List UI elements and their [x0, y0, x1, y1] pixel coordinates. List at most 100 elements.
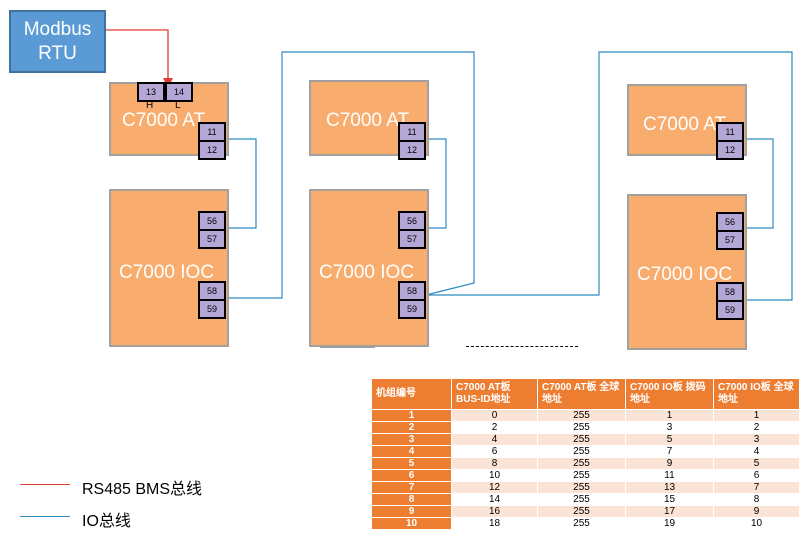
table-cell: 255 — [537, 493, 626, 506]
terminal-14: 14 — [165, 82, 193, 102]
table-cell: 5 — [713, 457, 799, 470]
table-cell: 10 — [451, 469, 538, 482]
header-io-dip: C7000 IO板 拨码地址 — [625, 378, 714, 410]
table-cell: 9 — [371, 505, 452, 518]
table-header-row: 机组编号 C7000 AT板 BUS-ID地址 C7000 AT板 全球地址 C… — [371, 378, 799, 410]
io-wire-u3-at-ioc — [744, 138, 774, 229]
table-cell: 2 — [713, 421, 799, 434]
unit2-terminal-57: 57 — [398, 229, 426, 249]
table-cell: 15 — [625, 493, 714, 506]
unit3-terminal-57: 57 — [716, 230, 744, 250]
table-cell: 8 — [371, 493, 452, 506]
h-label: H — [146, 100, 154, 111]
table-cell: 2 — [451, 421, 538, 434]
address-table: 机组编号 C7000 AT板 BUS-ID地址 C7000 AT板 全球地址 C… — [371, 378, 799, 530]
io-wire-u2-at-ioc — [426, 138, 447, 229]
table-cell: 1 — [625, 409, 714, 422]
legend-rs485-swatch — [20, 484, 70, 485]
table-cell: 9 — [713, 505, 799, 518]
unit3-ioc-label: C7000 IOC — [637, 264, 733, 285]
table-cell: 255 — [537, 433, 626, 446]
unit1-terminal-11: 11 — [198, 122, 226, 142]
unit2-terminal-11: 11 — [398, 122, 426, 142]
unit1-terminal-56: 56 — [198, 211, 226, 231]
modbus-rtu-box: Modbus RTU — [9, 10, 106, 73]
unit3-terminal-11: 11 — [716, 122, 744, 142]
table-cell: 255 — [537, 481, 626, 494]
table-cell: 255 — [537, 421, 626, 434]
table-cell: 8 — [713, 493, 799, 506]
unit2-ioc-label: C7000 IOC — [319, 262, 415, 283]
table-cell: 255 — [537, 445, 626, 458]
table-cell: 4 — [713, 445, 799, 458]
unit2-at-label: C7000 AT — [326, 110, 410, 131]
table-cell: 7 — [371, 481, 452, 494]
table-cell: 10 — [713, 517, 799, 530]
table-cell: 255 — [537, 409, 626, 422]
io-wire-u2-to-u3 — [426, 51, 793, 301]
header-io-global: C7000 IO板 全球地址 — [713, 378, 799, 410]
modbus-line1: Modbus — [23, 19, 92, 40]
table-cell: 8 — [451, 457, 538, 470]
ellipsis-dashed-line — [466, 346, 578, 347]
io-wire-u1-at-ioc — [226, 138, 257, 229]
header-unit-no: 机组编号 — [371, 378, 452, 410]
table-cell: 255 — [537, 457, 626, 470]
l-label: L — [175, 100, 181, 111]
header-at-global: C7000 AT板 全球地址 — [537, 378, 626, 410]
table-cell: 4 — [371, 445, 452, 458]
table-cell: 6 — [713, 469, 799, 482]
unit3-terminal-59: 59 — [716, 300, 744, 320]
unit1-terminal-12: 12 — [198, 140, 226, 160]
table-cell: 10 — [371, 517, 452, 530]
unit1-terminal-59: 59 — [198, 299, 226, 319]
header-at-bus-id: C7000 AT板 BUS-ID地址 — [451, 378, 538, 410]
table-cell: 1 — [371, 409, 452, 422]
table-cell: 255 — [537, 505, 626, 518]
table-cell: 13 — [625, 481, 714, 494]
unit2-terminal-58: 58 — [398, 281, 426, 301]
table-cell: 6 — [371, 469, 452, 482]
unit3-at-label: C7000 AT — [643, 114, 727, 135]
table-cell: 3 — [713, 433, 799, 446]
table-cell: 2 — [371, 421, 452, 434]
table-cell: 3 — [625, 421, 714, 434]
legend-rs485-label: RS485 BMS总线 — [82, 481, 203, 498]
table-cell: 12 — [451, 481, 538, 494]
modbus-line2: RTU — [38, 43, 77, 64]
unit1-terminal-58: 58 — [198, 281, 226, 301]
legend-io-label: IO总线 — [82, 513, 131, 530]
table-cell: 7 — [713, 481, 799, 494]
unit3-terminal-58: 58 — [716, 282, 744, 302]
table-cell: 6 — [451, 445, 538, 458]
table-cell: 1 — [713, 409, 799, 422]
rs485-wire — [106, 29, 169, 84]
unit1-ioc-label: C7000 IOC — [119, 262, 215, 283]
unit2-terminal-56: 56 — [398, 211, 426, 231]
legend-io-swatch — [20, 516, 70, 517]
table-cell: 11 — [625, 469, 714, 482]
table-cell: 9 — [625, 457, 714, 470]
table-cell: 17 — [625, 505, 714, 518]
unit2-terminal-59: 59 — [398, 299, 426, 319]
table-cell: 18 — [451, 517, 538, 530]
table-cell: 255 — [537, 517, 626, 530]
unit1-terminal-57: 57 — [198, 229, 226, 249]
table-cell: 5 — [625, 433, 714, 446]
table-cell: 255 — [537, 469, 626, 482]
terminal-13: 13 — [137, 82, 165, 102]
table-cell: 19 — [625, 517, 714, 530]
unit2-terminal-12: 12 — [398, 140, 426, 160]
table-cell: 3 — [371, 433, 452, 446]
io-wire-u1-to-u2 — [226, 51, 475, 299]
table-cell: 5 — [371, 457, 452, 470]
